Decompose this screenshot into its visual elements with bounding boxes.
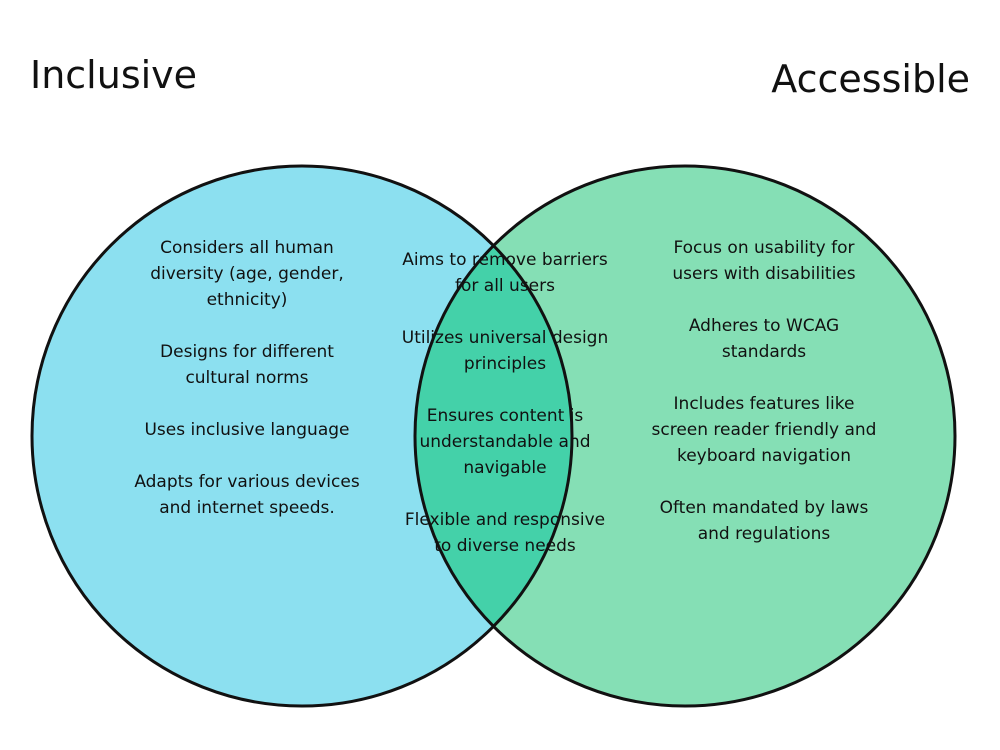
- inclusive-only-region: Considers all human diversity (age, gend…: [132, 235, 362, 521]
- inclusive-item: Uses inclusive language: [144, 420, 350, 440]
- accessible-title: Accessible: [771, 57, 970, 101]
- inclusive-title: Inclusive: [30, 53, 198, 97]
- inclusive-item: Designs for different cultural norms: [160, 342, 334, 388]
- shared-region: Aims to remove barriers for all users Ut…: [395, 247, 615, 559]
- inclusive-item: Adapts for various devices and internet …: [134, 472, 360, 518]
- shared-item: Aims to remove barriers for all users: [402, 250, 608, 296]
- accessible-item: Adheres to WCAG standards: [688, 316, 840, 362]
- accessible-circle-outline: [413, 164, 957, 708]
- shared-item: Ensures content is understandable and na…: [419, 406, 591, 478]
- inclusive-circle-outline: [30, 164, 574, 708]
- accessible-item: Often mandated by laws and regulations: [659, 498, 869, 544]
- inclusive-item: Considers all human diversity (age, gend…: [150, 238, 344, 310]
- accessible-item: Focus on usability for users with disabi…: [672, 238, 856, 284]
- shared-item: Flexible and responsive to diverse needs: [404, 510, 606, 556]
- inclusive-circle: [32, 166, 572, 706]
- shared-item: Utilizes universal design principles: [401, 328, 609, 374]
- accessible-only-region: Focus on usability for users with disabi…: [648, 235, 880, 547]
- accessible-item: Includes features like screen reader fri…: [651, 394, 877, 466]
- accessible-circle: [415, 166, 955, 706]
